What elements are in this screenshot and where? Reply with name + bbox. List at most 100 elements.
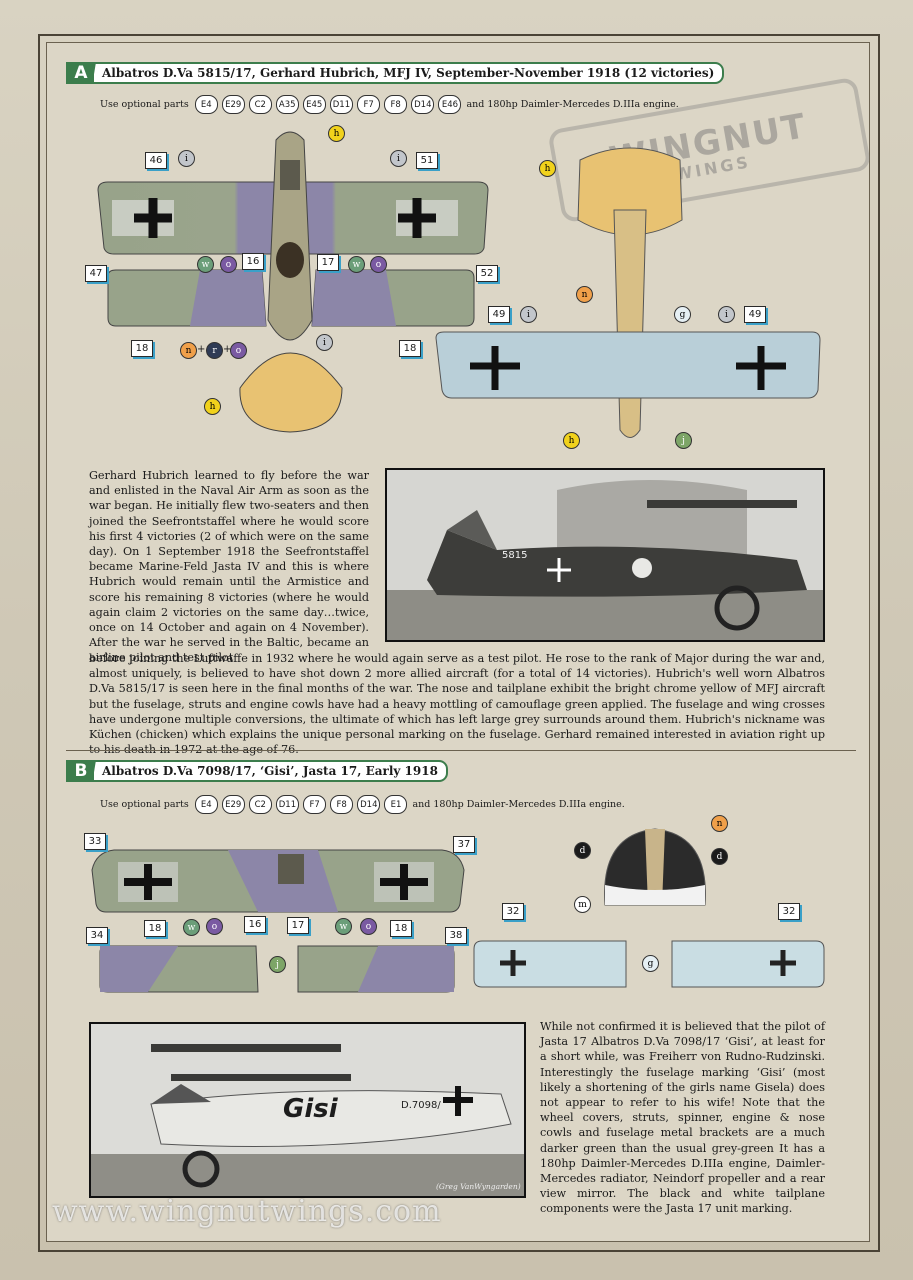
parts-tail: and 180hp Daimler-Mercedes D.IIIa engine…	[412, 799, 625, 810]
section-a-letter: A	[66, 62, 96, 84]
paint-drop-i: i	[390, 150, 407, 167]
part-badge: C2	[248, 95, 272, 114]
paint-drop-j: j	[675, 432, 692, 449]
part-badge: E46	[438, 95, 462, 114]
plus-sign: +	[197, 344, 206, 355]
callout-16: 16	[242, 253, 264, 270]
section-a-text-top: Gerhard Hubrich learned to fly before th…	[89, 469, 369, 665]
parts-tail: and 180hp Daimler-Mercedes D.IIIa engine…	[466, 99, 679, 110]
callout-17: 17	[287, 917, 309, 934]
callout-51: 51	[416, 152, 438, 169]
part-badge: E4	[194, 795, 218, 814]
callout-49-right: 49	[744, 306, 766, 323]
parts-label: Use optional parts	[100, 99, 189, 110]
callout-33: 33	[84, 833, 106, 850]
part-badge: D14	[357, 795, 381, 814]
part-badge: D11	[275, 795, 300, 814]
callout-52: 52	[476, 265, 498, 282]
callout-49-left: 49	[488, 306, 510, 323]
plane-b-underside-view	[473, 940, 825, 988]
paint-drop-w: w	[183, 919, 200, 936]
photo-credit: (Greg VanWyngarden)	[436, 1182, 521, 1191]
part-badge: E29	[221, 795, 245, 814]
paint-drop-i: i	[316, 334, 333, 351]
callout-17: 17	[317, 254, 339, 271]
paint-drop-i: i	[520, 306, 537, 323]
paint-drop-i: i	[718, 306, 735, 323]
paint-drop-m: m	[574, 896, 591, 913]
paint-drop-h: h	[328, 125, 345, 142]
section-b-text: While not confirmed it is believed that …	[540, 1020, 825, 1216]
paint-drop-o: o	[360, 918, 377, 935]
callout-38: 38	[445, 927, 467, 944]
paint-drop-h: h	[204, 398, 221, 415]
plus-sign: +	[223, 344, 232, 355]
paint-drop-w: w	[197, 256, 214, 273]
callout-47: 47	[85, 265, 107, 282]
section-a-parts: Use optional parts E4 E29 C2 A35 E45 D11…	[100, 95, 679, 114]
paint-drop-n: n	[180, 342, 197, 359]
section-b-header: B Albatros D.Va 7098/17, ‘Gisi’, Jasta 1…	[66, 760, 448, 782]
section-b-photo: Gisi D.7098/	[89, 1022, 526, 1198]
paint-drop-g: g	[674, 306, 691, 323]
photo-b-serial: D.7098/	[401, 1100, 441, 1111]
part-badge: F8	[384, 95, 408, 114]
paint-drop-j: j	[269, 956, 286, 973]
part-badge: D14	[411, 95, 435, 114]
callout-18-right: 18	[399, 340, 421, 357]
section-b-parts: Use optional parts E4 E29 C2 D11 F7 F8 D…	[100, 795, 625, 814]
part-badge: D11	[329, 95, 354, 114]
paint-drop-w: w	[335, 918, 352, 935]
outer-frame	[38, 34, 880, 1252]
callout-18-left: 18	[131, 340, 153, 357]
paint-drop-d: d	[574, 842, 591, 859]
section-a-title: Albatros D.Va 5815/17, Gerhard Hubrich, …	[92, 62, 725, 84]
paint-drop-o: o	[220, 256, 237, 273]
plane-a-underside-view	[435, 147, 821, 438]
callout-18-left: 18	[144, 920, 166, 937]
paint-drop-n: n	[576, 286, 593, 303]
paint-drop-n: n	[711, 815, 728, 832]
parts-label: Use optional parts	[100, 799, 189, 810]
part-badge: E4	[194, 95, 218, 114]
plane-a-top-view	[97, 131, 489, 433]
paint-drop-o: o	[230, 342, 247, 359]
paint-drop-w: w	[348, 256, 365, 273]
callout-34: 34	[86, 927, 108, 944]
section-divider	[66, 750, 856, 751]
callout-37: 37	[453, 836, 475, 853]
part-badge: E29	[221, 95, 245, 114]
paint-drop-o: o	[370, 256, 387, 273]
albatros-photo-illustration	[387, 470, 823, 640]
section-a-photo: 5815	[385, 468, 825, 642]
part-badge: F8	[330, 795, 354, 814]
photo-b-marking: Gisi	[283, 1094, 338, 1124]
callout-32-left: 32	[502, 903, 524, 920]
part-badge: A35	[275, 95, 299, 114]
part-badge: E45	[302, 95, 326, 114]
part-badge: C2	[248, 795, 272, 814]
paint-drop-d: d	[711, 848, 728, 865]
paint-drop-g: g	[642, 955, 659, 972]
section-b-letter: B	[66, 760, 96, 782]
gisi-photo-illustration	[91, 1024, 524, 1196]
callout-16: 16	[244, 916, 266, 933]
plane-b-top-view	[91, 849, 465, 993]
part-badge: F7	[357, 95, 381, 114]
callout-32-right: 32	[778, 903, 800, 920]
photo-a-serial: 5815	[502, 550, 528, 561]
section-a-text-bottom: before joining the Luftwaffe in 1932 whe…	[89, 652, 825, 757]
paint-drop-h: h	[539, 160, 556, 177]
paint-drop-r: r	[206, 342, 223, 359]
paint-drop-h: h	[563, 432, 580, 449]
part-badge: E1	[384, 795, 408, 814]
section-b-title: Albatros D.Va 7098/17, ‘Gisi’, Jasta 17,…	[92, 760, 448, 782]
website-watermark: www.wingnutwings.com	[52, 1194, 442, 1229]
paint-drop-o: o	[206, 918, 223, 935]
callout-46: 46	[145, 152, 167, 169]
plane-b-nose-view	[604, 828, 706, 906]
paint-drop-i: i	[178, 150, 195, 167]
callout-18-right: 18	[390, 920, 412, 937]
section-a-header: A Albatros D.Va 5815/17, Gerhard Hubrich…	[66, 62, 725, 84]
